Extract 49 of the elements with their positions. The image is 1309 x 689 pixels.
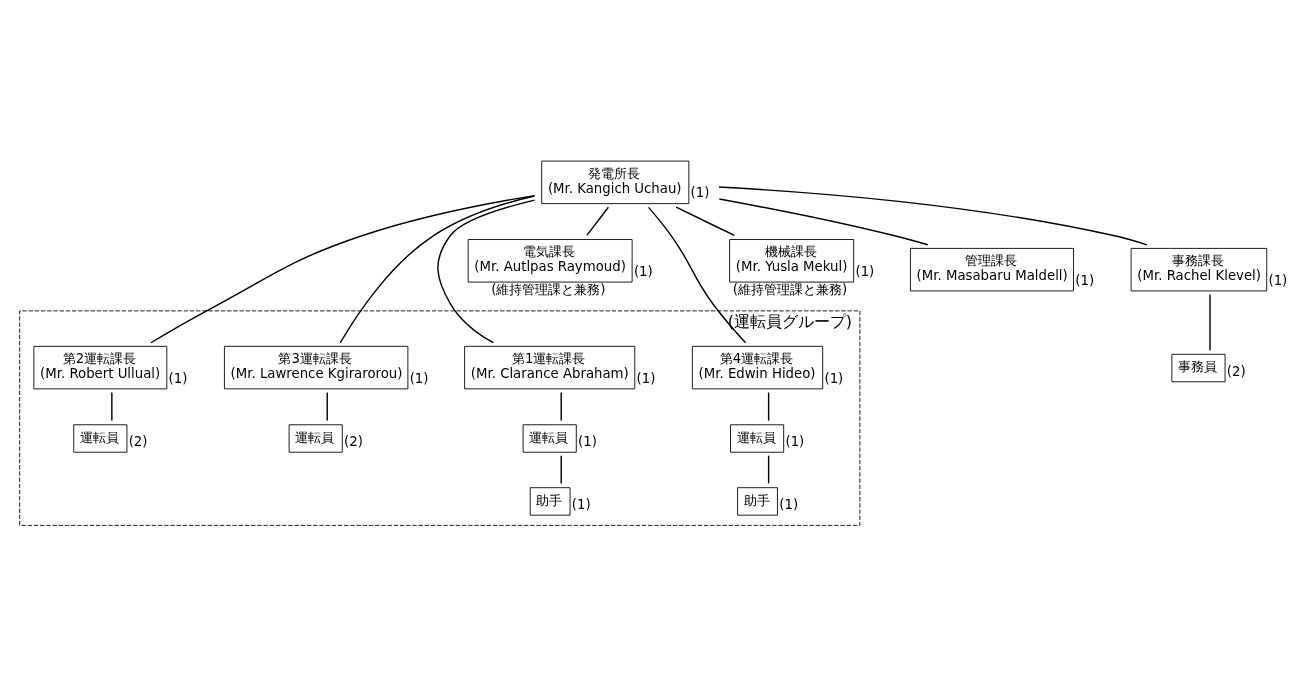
connector	[111, 391, 113, 421]
node-box: 運転員	[288, 423, 343, 453]
node-box: 運転員	[522, 423, 577, 453]
node-label: (2)	[128, 433, 148, 449]
connector	[150, 194, 536, 343]
node-box: 事務員	[1171, 353, 1226, 382]
node-box: 事務課長 (Mr. Rachel Klevel)	[1130, 247, 1268, 291]
node-label: (1)	[824, 370, 844, 386]
node-label: (1)	[168, 370, 188, 386]
node-label: (維持管理課と兼務)	[732, 281, 848, 297]
node-label: (1)	[571, 496, 591, 512]
connector	[767, 454, 770, 484]
node-label: (維持管理課と兼務)	[491, 281, 606, 297]
connector	[339, 194, 536, 343]
connector	[675, 206, 736, 236]
connector	[1209, 293, 1211, 351]
connector	[437, 198, 536, 343]
connector	[560, 454, 562, 484]
node-box: 第2運転課長 (Mr. Robert Ullual)	[33, 345, 168, 389]
node-box: 第4運転課長 (Mr. Edwin Hideo)	[691, 345, 824, 389]
node-box: 第1運転課長 (Mr. Clarance Abraham)	[464, 345, 636, 389]
node-label: (2)	[1226, 363, 1246, 379]
connector	[586, 206, 610, 236]
node-label: (1)	[690, 184, 710, 200]
node-label: (1)	[1075, 272, 1095, 288]
node-box: 第3運転課長 (Mr. Lawrence Kgirarorou)	[223, 345, 409, 389]
node-box: 管理課長 (Mr. Masabaru Maldell)	[909, 247, 1074, 291]
connector	[767, 391, 770, 421]
node-box: 電気課長 (Mr. Autlpas Raymoud)	[467, 238, 633, 282]
node-box: 運転員	[73, 423, 128, 453]
connector	[560, 391, 562, 421]
node-label: (1)	[785, 433, 805, 449]
connector	[326, 391, 328, 421]
node-box: 運転員	[730, 423, 785, 453]
node-box: 助手	[529, 486, 571, 516]
connector	[718, 197, 929, 245]
connector	[647, 206, 747, 343]
node-box: 発電所長 (Mr. Kangich Uchau)	[541, 160, 690, 204]
node-label: (1)	[578, 433, 597, 449]
node-label: (1)	[1268, 272, 1288, 288]
connector	[718, 185, 1148, 245]
node-box: 機械課長 (Mr. Yusla Mekul)	[729, 238, 855, 282]
node-label: (2)	[344, 433, 363, 449]
node-box: 助手	[737, 486, 778, 516]
node-label: (1)	[855, 263, 875, 279]
node-label: (1)	[779, 496, 799, 512]
node-label: (1)	[409, 370, 429, 386]
node-label: (1)	[636, 370, 656, 386]
node-label: (1)	[633, 263, 653, 279]
